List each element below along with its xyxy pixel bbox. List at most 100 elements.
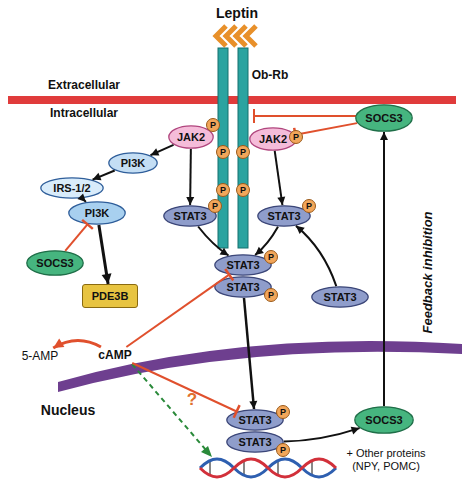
phosphate-mark: P	[236, 183, 250, 197]
activation-connector	[383, 132, 385, 406]
nuclear-membrane	[58, 341, 462, 392]
ellipse-shape	[109, 153, 157, 173]
ellipse-shape	[215, 255, 271, 275]
text-label: Extracellular	[48, 79, 120, 93]
node-text: SOCS3	[365, 414, 402, 426]
node-text: STAT3	[226, 259, 259, 271]
ellipse-shape	[356, 105, 412, 131]
connector-group	[380, 132, 388, 406]
connector-group	[284, 427, 360, 442]
node-text: PI3K	[85, 207, 109, 219]
rotated-label: Feedback inhibition	[421, 211, 436, 333]
connector-group	[93, 170, 115, 180]
phosphate-mark: P	[289, 130, 303, 144]
node-text: STAT3	[238, 414, 271, 426]
ellipse-shape	[69, 202, 125, 224]
arrow-head	[220, 248, 229, 256]
activation-connector	[151, 145, 174, 155]
inhibition-connector	[126, 275, 229, 347]
connector-group	[294, 123, 357, 142]
phosphate-mark: P	[264, 250, 278, 264]
connector-group	[244, 298, 257, 409]
text-label: ?	[187, 390, 197, 410]
connector-group	[53, 339, 101, 348]
text-label: Intracellular	[50, 107, 118, 121]
ellipse-shape	[227, 410, 283, 430]
node-text: STAT3	[238, 436, 271, 448]
protein-ellipse: IRS-1/2	[40, 177, 104, 199]
node-text: STAT3	[173, 210, 206, 222]
node-text: SOCS3	[36, 257, 73, 269]
dna-helix	[200, 459, 336, 477]
phosphate-mark: P	[216, 183, 230, 197]
activation-connector	[275, 151, 283, 205]
connector-group	[126, 269, 233, 347]
arrow-head	[53, 339, 64, 348]
node-text: cAMP	[98, 348, 131, 362]
text-label: Nucleus	[41, 402, 95, 418]
dashed-arrow	[132, 364, 206, 450]
connector-group	[186, 149, 194, 205]
protein-ellipse: SOCS3	[354, 406, 414, 434]
phosphate-mark: P	[302, 199, 316, 213]
connector-group	[296, 226, 336, 286]
molecule-node: cAMP	[95, 347, 135, 363]
connector-group	[275, 151, 286, 205]
phosphate-mark: P	[236, 145, 250, 159]
arrow-head	[102, 273, 112, 284]
arrow-head	[351, 427, 360, 435]
ellipse-shape	[312, 287, 368, 307]
text-label: + Other proteins (NPY, POMC)	[338, 447, 434, 472]
activation-connector	[284, 428, 360, 441]
arrow-head	[255, 247, 264, 255]
activation-connector	[82, 198, 86, 202]
node-text: 5-AMP	[22, 349, 59, 363]
ellipse-shape	[27, 251, 83, 275]
text-label: Leptin	[216, 5, 258, 21]
inhibition-line	[254, 115, 356, 117]
activation-connector	[244, 298, 254, 409]
phosphate-mark: P	[206, 118, 220, 132]
inhibition-bar	[253, 109, 255, 123]
protein-ellipse: SOCS3	[355, 104, 413, 132]
molecule-node: 5-AMP	[18, 348, 62, 364]
node-text: STAT3	[226, 281, 259, 293]
activation-connector	[53, 340, 101, 348]
activation-connector	[189, 149, 192, 205]
leptin-symbol	[246, 26, 256, 46]
phosphate-mark: P	[216, 145, 230, 159]
node-text: PDE3B	[92, 290, 129, 302]
arrow-head	[151, 148, 160, 155]
node-text: STAT3	[267, 210, 300, 222]
arrow-head	[296, 226, 305, 234]
protein-ellipse: PI3K	[108, 152, 158, 174]
enzyme-box: PDE3B	[82, 284, 138, 308]
text-label: Ob-Rb	[252, 69, 289, 83]
connector-group	[132, 363, 239, 418]
ellipse-shape	[215, 277, 271, 297]
inhibition-connector	[295, 123, 357, 135]
node-text: JAK2	[259, 133, 287, 145]
arrow-head	[249, 401, 257, 409]
arrow-head	[277, 197, 285, 205]
node-text: PI3K	[121, 157, 145, 169]
phosphate-mark: P	[208, 199, 222, 213]
connector-group	[151, 145, 174, 156]
node-text: JAK2	[177, 131, 205, 143]
arrow-head	[186, 197, 194, 205]
node-text: IRS-1/2	[53, 182, 90, 194]
protein-ellipse: STAT3	[311, 286, 369, 308]
node-text: STAT3	[323, 291, 356, 303]
connector-group	[198, 226, 228, 255]
phosphate-mark: P	[276, 405, 290, 419]
activation-connector	[93, 170, 115, 179]
node-text: SOCS3	[365, 112, 402, 124]
arrow-head	[93, 173, 102, 180]
arrow-head	[201, 446, 212, 457]
ellipse-shape	[355, 407, 413, 433]
ellipse-shape	[41, 178, 103, 198]
activation-connector	[198, 226, 228, 255]
connector-group	[99, 225, 112, 284]
phosphate-mark: P	[264, 288, 278, 302]
phosphate-mark: P	[276, 443, 290, 457]
